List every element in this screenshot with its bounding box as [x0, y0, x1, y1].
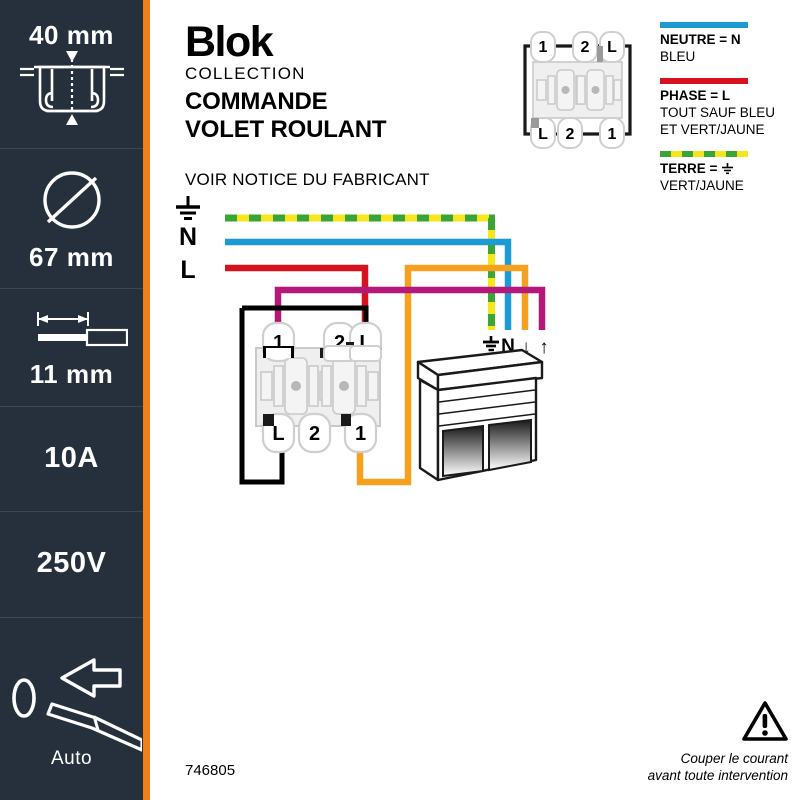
spec-voltage-rating-label: 250V — [36, 547, 107, 580]
spec-auto-terminal-label: Auto — [50, 747, 93, 769]
legend-desc-earth: VERT/JAUNE — [660, 178, 744, 194]
ref-top-terminal-2: 2 — [581, 39, 590, 56]
switch-top-terminal-2: 2 — [334, 332, 345, 354]
motor-up-label: ↑ — [539, 337, 549, 358]
brand-name: Blok — [185, 18, 274, 66]
motor-down-label: ↓ — [521, 337, 531, 358]
legend-swatch-phase — [660, 78, 748, 85]
diameter-circle-icon — [42, 171, 101, 229]
ref-top-terminal-L: L — [607, 39, 617, 56]
spec-auto-terminal: Auto — [0, 617, 143, 800]
wire-strip-length-icon — [36, 311, 128, 346]
motor-earth-symbol — [483, 336, 499, 352]
spec-sidebar — [0, 0, 143, 800]
product-code: 746805 — [185, 762, 236, 779]
legend-desc-phase-1: TOUT SAUF BLEU — [660, 105, 776, 121]
spec-box-depth-label: 40 mm — [29, 19, 114, 50]
brand-logo: Blok COLLECTION — [185, 18, 306, 84]
legend-desc-phase-2: ET VERT/JAUNE — [660, 121, 765, 137]
legend-title-phase: PHASE = L — [660, 88, 731, 104]
switch-body: 1 2 L L 2 1 — [255, 321, 383, 454]
safety-warning-line2: avant toute intervention — [647, 767, 788, 783]
wire-bridge-black-loop — [239, 308, 285, 485]
legend-desc-neutral: BLEU — [660, 48, 696, 64]
sidebar-accent-stripe — [143, 0, 150, 800]
ref-bottom-terminal-L: L — [538, 126, 548, 143]
supply-phase-label: L — [180, 256, 195, 284]
wire-neutral — [225, 238, 512, 330]
page-title-line1: COMMANDE — [185, 88, 328, 115]
wire-earth — [225, 214, 495, 330]
brand-collection: COLLECTION — [185, 63, 306, 83]
manufacturer-notice: VOIR NOTICE DU FABRICANT — [185, 170, 430, 189]
wire-phase — [225, 264, 369, 330]
switch-bottom-terminal-2: 2 — [309, 423, 320, 445]
spec-current-rating-label: 10A — [44, 441, 99, 474]
supply-neutral-label: N — [179, 223, 197, 251]
legend-entry-phase: PHASE = L TOUT SAUF BLEU ET VERT/JAUNE — [660, 78, 800, 138]
auto-terminal-screwless-icon — [11, 657, 142, 752]
roller-shutter-illustration — [416, 348, 544, 482]
safety-warning-text: Couper le courant avant toute interventi… — [648, 751, 788, 785]
earth-symbol-icon — [722, 163, 734, 175]
wire-down-orange — [356, 264, 529, 486]
safety-warning: Couper le courant avant toute interventi… — [648, 700, 788, 785]
spec-strip-length-label: 11 mm — [29, 358, 114, 389]
legend-entry-neutral: NEUTRE = N BLEU — [660, 22, 800, 65]
legend-title-earth-text: TERRE = — [660, 161, 722, 177]
legend-entry-earth: TERRE = VERT/JAUNE — [660, 151, 800, 194]
ref-top-terminal-1: 1 — [539, 39, 548, 56]
legend-title-neutral: NEUTRE = N — [660, 32, 741, 47]
flush-mounting-box-icon — [19, 51, 124, 126]
legend-swatch-earth — [660, 151, 748, 158]
legend-swatch-neutral — [660, 22, 748, 28]
warning-triangle-icon — [742, 701, 788, 741]
spec-box-diameter-label: 67 mm — [29, 241, 114, 272]
reference-switch-diagram: 1 2 L L 2 1 — [523, 31, 632, 149]
ref-bottom-terminal-1: 1 — [608, 126, 617, 143]
switch-top-terminal-1: 1 — [273, 332, 284, 354]
legend-title-earth: TERRE = — [660, 161, 800, 178]
spec-box-diameter: 67 mm — [0, 148, 143, 288]
safety-warning-line1: Couper le courant — [680, 751, 788, 766]
spec-current-rating: 10A — [0, 406, 143, 511]
spec-box-depth: 40 mm — [0, 0, 143, 148]
wire-color-legend: NEUTRE = N BLEU PHASE = L TOUT SAUF BLEU… — [660, 22, 800, 208]
spec-voltage-rating: 250V — [0, 511, 143, 617]
page-title: COMMANDE VOLET ROULANT — [185, 88, 387, 145]
switch-bottom-terminal-1: 1 — [355, 423, 366, 445]
ref-bottom-terminal-2: 2 — [566, 126, 575, 143]
spec-strip-length: 11 mm — [0, 288, 143, 406]
supply-earth-symbol — [176, 196, 200, 220]
switch-bottom-terminal-L: L — [272, 423, 284, 445]
wiring-diagram: N L — [176, 196, 549, 486]
page-title-line2: VOLET ROULANT — [185, 116, 387, 144]
